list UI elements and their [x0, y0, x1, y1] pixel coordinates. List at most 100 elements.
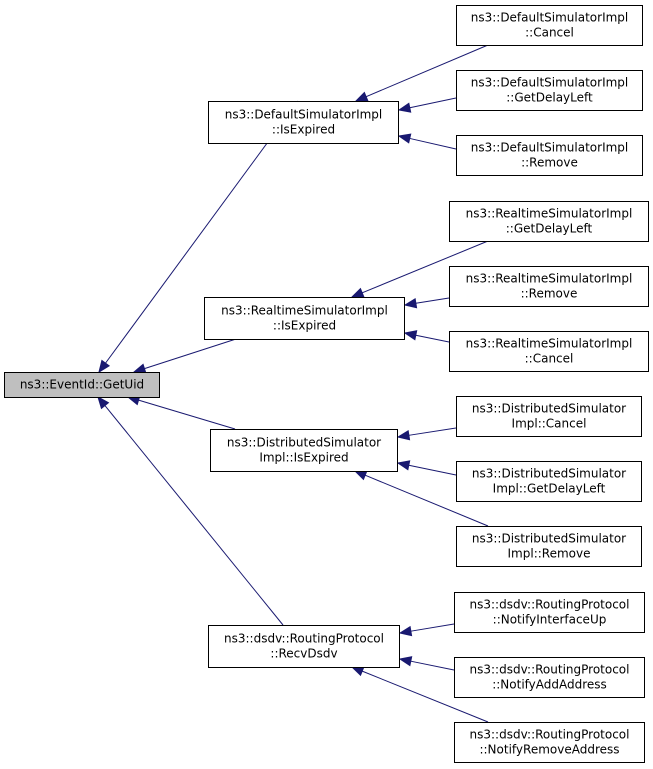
node-label-line: Impl::Remove: [508, 547, 591, 561]
node-label-line: ::Remove: [521, 156, 578, 170]
node-dsi-remove[interactable]: ns3::DefaultSimulatorImpl::Remove: [456, 135, 643, 176]
edge-line: [138, 399, 236, 430]
node-label-line: ns3::RealtimeSimulatorImpl: [466, 207, 633, 221]
edge-dist_getdelay-to-dist_isexpired: [396, 460, 457, 476]
node-label-line: ns3::DefaultSimulatorImpl: [471, 76, 629, 90]
node-label-line: ns3::DistributedSimulator: [472, 532, 626, 546]
node-box: [454, 592, 645, 633]
node-box: [454, 657, 645, 698]
edge-line: [410, 623, 455, 632]
node-box: [204, 297, 405, 340]
node-dsdv-addaddr[interactable]: ns3::dsdv::RoutingProtocol::NotifyAddAdd…: [454, 657, 645, 698]
arrowhead-icon: [350, 666, 365, 677]
arrowhead-icon: [353, 470, 368, 481]
edge-dsi_cancel-to-dsi_isexpired: [354, 44, 489, 102]
arrowhead-icon: [396, 460, 411, 471]
node-box: [454, 722, 645, 763]
node-dsi-isexpired[interactable]: ns3::DefaultSimulatorImpl::IsExpired: [208, 101, 399, 144]
edge-line: [364, 474, 489, 527]
node-label-line: ns3::DistributedSimulator: [472, 402, 626, 416]
node-dsdv-ifup[interactable]: ns3::dsdv::RoutingProtocol::NotifyInterf…: [454, 592, 645, 633]
node-label-line: ::Cancel: [525, 352, 574, 366]
arrowhead-icon: [403, 330, 418, 341]
node-label-line: ns3::DefaultSimulatorImpl: [225, 108, 383, 122]
node-label-line: ::NotifyAddAddress: [492, 678, 607, 692]
edge-line: [415, 334, 450, 343]
edge-rsi_cancel-to-rsi_isexpired: [403, 330, 450, 343]
node-label-line: ns3::dsdv::RoutingProtocol: [470, 728, 630, 742]
edge-line: [410, 660, 455, 671]
node-box: [4, 372, 160, 398]
arrowhead-icon: [398, 625, 413, 637]
node-dist-getdelay[interactable]: ns3::DistributedSimulatorImpl::GetDelayL…: [456, 461, 642, 502]
edge-dist_cancel-to-dist_isexpired: [396, 427, 457, 441]
node-label-line: Impl::IsExpired: [259, 451, 348, 465]
edge-dsdv_ifup-to-dsdv_recv: [398, 623, 455, 637]
node-rsi-isexpired[interactable]: ns3::RealtimeSimulatorImpl::IsExpired: [204, 297, 405, 340]
node-box: [456, 135, 643, 176]
arrowhead-icon: [132, 363, 147, 374]
node-label-line: ::NotifyInterfaceUp: [493, 613, 607, 627]
node-label-line: ns3::dsdv::RoutingProtocol: [470, 598, 630, 612]
edge-line: [409, 137, 457, 150]
edge-line: [105, 100, 299, 364]
node-label-line: ::RecvDsdv: [270, 647, 337, 661]
node-label-line: ns3::DistributedSimulator: [227, 436, 381, 450]
node-label-line: ns3::DistributedSimulator: [472, 467, 626, 481]
node-label-line: ns3::dsdv::RoutingProtocol: [470, 663, 630, 677]
node-box: [208, 625, 400, 668]
node-label-line: ::GetDelayLeft: [506, 91, 593, 105]
node-label-line: Impl::GetDelayLeft: [493, 482, 606, 496]
arrowhead-icon: [354, 91, 369, 102]
edge-dsdv_addaddr-to-dsdv_recv: [398, 656, 455, 671]
node-label-line: ns3::EventId::GetUid: [20, 378, 144, 392]
node-box: [449, 201, 649, 242]
node-box: [449, 331, 649, 372]
node-dsdv-rmaddr[interactable]: ns3::dsdv::RoutingProtocol::NotifyRemove…: [454, 722, 645, 763]
edge-dsi_isexpired-to-root: [98, 100, 299, 374]
node-rsi-remove[interactable]: ns3::RealtimeSimulatorImpl::Remove: [449, 266, 649, 307]
edge-line: [409, 97, 457, 109]
node-label-line: ns3::DefaultSimulatorImpl: [471, 11, 629, 25]
node-dsi-getdelay[interactable]: ns3::DefaultSimulatorImpl::GetDelayLeft: [456, 70, 643, 111]
arrowhead-icon: [350, 287, 365, 298]
node-box: [456, 5, 643, 46]
edge-line: [362, 670, 489, 723]
node-label-line: ::IsExpired: [272, 123, 335, 137]
node-box: [210, 429, 398, 472]
node-label-line: ::IsExpired: [273, 319, 336, 333]
arrowhead-icon: [396, 430, 411, 441]
node-box: [456, 526, 642, 567]
node-box: [456, 461, 642, 502]
edge-dsdv_recv-to-root: [97, 395, 284, 626]
node-rsi-cancel[interactable]: ns3::RealtimeSimulatorImpl::Cancel: [449, 331, 649, 372]
node-rsi-getdelay[interactable]: ns3::RealtimeSimulatorImpl::GetDelayLeft: [449, 201, 649, 242]
node-root[interactable]: ns3::EventId::GetUid: [4, 372, 160, 398]
arrowhead-icon: [97, 395, 110, 410]
edge-line: [408, 427, 457, 436]
edge-line: [104, 405, 284, 626]
node-dsdv-recv[interactable]: ns3::dsdv::RoutingProtocol::RecvDsdv: [208, 625, 400, 668]
node-label-line: ::NotifyRemoveAddress: [479, 743, 619, 757]
node-label-line: Impl::Cancel: [512, 417, 587, 431]
edge-line: [365, 44, 489, 98]
edge-rsi_isexpired-to-root: [132, 338, 237, 374]
arrowhead-icon: [403, 298, 418, 309]
edge-dsi_remove-to-dsi_isexpired: [397, 133, 457, 150]
node-label-line: ns3::DefaultSimulatorImpl: [471, 141, 629, 155]
edge-line: [361, 240, 489, 294]
node-label-line: ns3::RealtimeSimulatorImpl: [466, 272, 633, 286]
arrowhead-icon: [398, 656, 413, 667]
edge-dist_isexpired-to-root: [126, 395, 236, 430]
node-label-line: ::Remove: [521, 287, 578, 301]
edge-dsi_getdelay-to-dsi_isexpired: [397, 97, 457, 113]
node-box: [208, 101, 399, 144]
edge-line: [144, 338, 237, 370]
node-box: [456, 70, 643, 111]
edge-rsi_getdelay-to-rsi_isexpired: [350, 240, 489, 298]
node-dsi-cancel[interactable]: ns3::DefaultSimulatorImpl::Cancel: [456, 5, 643, 46]
